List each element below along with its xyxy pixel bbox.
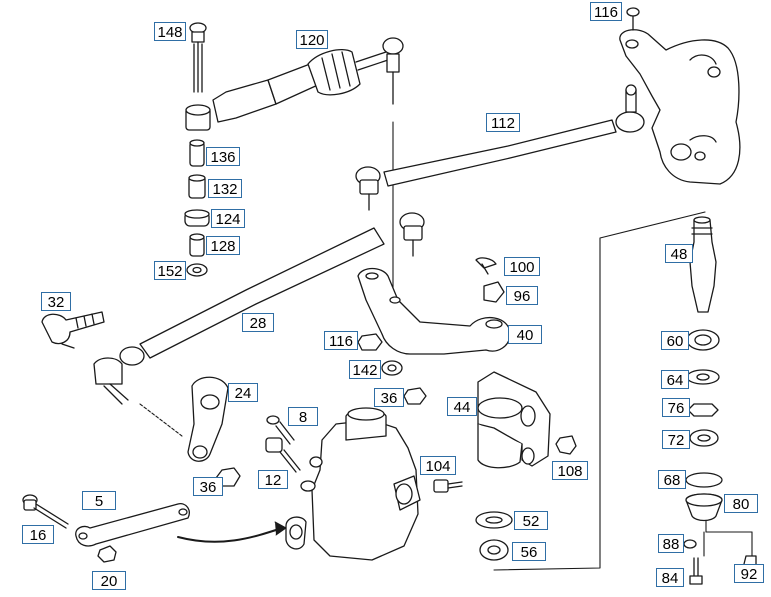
part-label-48: 48 [665,244,693,263]
part-label-96: 96 [506,286,538,305]
idler-bracket-44-drawing [477,371,577,469]
steering-gear-drawing [265,407,463,561]
part-label-36-left: 36 [193,477,223,496]
bushings-drawing [184,139,210,277]
part-label-16: 16 [22,525,54,544]
steering-knuckle-drawing [619,7,741,185]
part-label-80: 80 [724,494,758,513]
tie-rod-end-32-drawing [41,311,105,349]
idler-arm-40-drawing [357,257,511,355]
bolt-148-drawing [189,22,207,93]
part-label-76: 76 [662,398,690,417]
part-label-104: 104 [420,456,456,475]
part-label-112: 112 [486,113,520,132]
part-label-108: 108 [552,461,588,480]
kingpin-stack-drawing [683,216,757,585]
part-label-24: 24 [228,383,258,402]
washers-bottom-drawing [475,511,513,561]
part-label-84: 84 [656,568,684,587]
part-label-132: 132 [208,179,242,198]
part-label-36-middle: 36 [374,388,404,407]
drag-link-28-drawing [93,212,425,405]
part-label-5: 5 [82,491,116,510]
part-label-60: 60 [661,331,689,350]
part-label-44: 44 [447,397,477,416]
center-link-5-drawing [22,494,190,563]
damper-120-drawing [185,37,404,131]
tie-rod-112-drawing [355,84,645,211]
part-label-8: 8 [288,407,318,426]
part-label-12: 12 [258,470,288,489]
part-label-148: 148 [154,22,186,41]
part-label-128: 128 [206,236,240,255]
part-label-56: 56 [512,542,546,561]
part-label-40: 40 [508,325,542,344]
part-label-124: 124 [211,209,245,228]
part-label-20: 20 [92,571,126,590]
part-label-68: 68 [658,470,686,489]
part-label-152: 152 [154,261,186,280]
part-label-92: 92 [734,564,764,583]
part-label-120: 120 [296,30,328,49]
nuts-middle-drawing [357,333,427,405]
part-label-52: 52 [514,511,548,530]
part-label-116-middle: 116 [324,331,358,350]
part-label-142: 142 [349,360,381,379]
part-label-116-top: 116 [590,2,622,21]
leader-lines [139,121,753,571]
part-label-72: 72 [662,430,690,449]
part-label-88: 88 [658,534,684,553]
part-label-100: 100 [504,257,540,276]
part-label-64: 64 [661,370,689,389]
part-label-28: 28 [242,313,274,332]
part-label-32: 32 [41,292,71,311]
part-label-136: 136 [206,147,240,166]
